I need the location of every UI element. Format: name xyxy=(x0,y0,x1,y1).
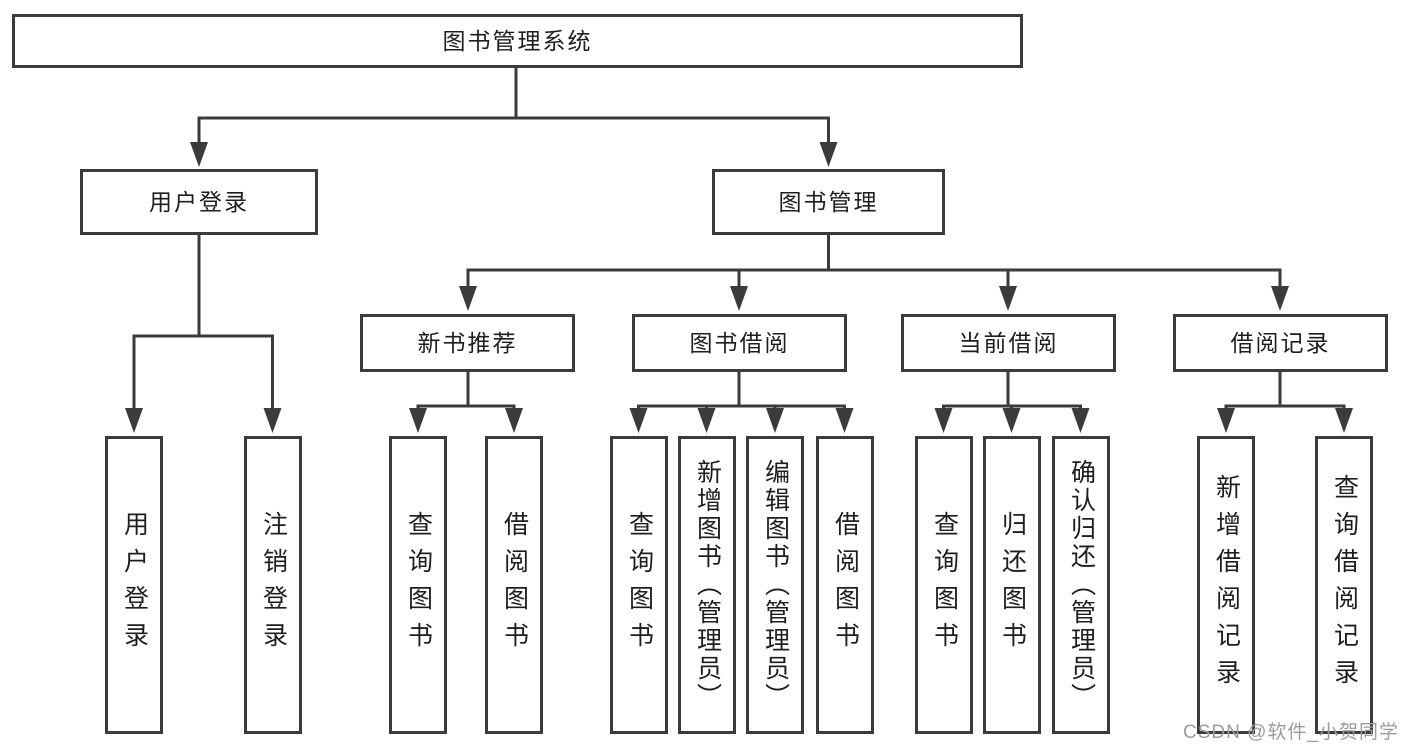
node-label: 用户登录 xyxy=(149,188,249,215)
node-book-management: 图书管理 xyxy=(712,169,945,235)
arrowhead-icon xyxy=(819,142,838,167)
arrowhead-icon xyxy=(697,408,716,433)
node-label: 归还图书 xyxy=(998,511,1027,659)
arrowhead-icon xyxy=(125,408,143,433)
node-user-login: 用户登录 xyxy=(80,169,318,235)
leaf-search-borrow-record: 查询借阅记录 xyxy=(1315,436,1373,734)
leaf-borrow-books-recommend: 借阅图书 xyxy=(485,436,543,734)
connector-bookmgmt-to-l3 xyxy=(466,235,1282,300)
arrowhead-icon xyxy=(505,408,523,433)
node-label: 查询图书 xyxy=(625,511,654,659)
leaf-search-books-current: 查询图书 xyxy=(915,436,973,734)
node-label: 查询图书 xyxy=(404,511,433,659)
node-current-borrowing: 当前借阅 xyxy=(901,314,1116,372)
leaf-search-books-borrowing: 查询图书 xyxy=(610,436,668,734)
node-library-system: 图书管理系统 xyxy=(12,14,1023,68)
arrowhead-icon xyxy=(1217,408,1235,433)
node-book-borrowing: 图书借阅 xyxy=(632,314,847,372)
node-label: 查询图书 xyxy=(930,511,959,659)
arrowhead-icon xyxy=(934,408,953,433)
csdn-watermark: CSDN @软件_小贺同学 xyxy=(1183,722,1399,743)
leaf-add-book-admin: 新增图书（管理员） xyxy=(678,436,736,734)
leaf-logout-login: 注销登录 xyxy=(244,436,302,734)
node-label: 图书借阅 xyxy=(689,329,790,356)
arrowhead-icon xyxy=(835,408,854,433)
arrowhead-icon xyxy=(1271,286,1289,311)
node-label: 注销登录 xyxy=(259,511,288,659)
arrowhead-icon xyxy=(730,286,748,311)
connector-recommend-to-leaves xyxy=(416,372,516,422)
leaf-confirm-return-admin: 确认归还（管理员） xyxy=(1052,436,1110,734)
node-label: 用户登录 xyxy=(120,511,149,659)
leaf-add-borrow-record: 新增借阅记录 xyxy=(1197,436,1255,734)
arrowhead-icon xyxy=(1071,408,1090,433)
arrowhead-icon xyxy=(409,408,427,433)
node-new-book-recommend: 新书推荐 xyxy=(360,314,575,372)
connector-userlogin-to-leaves xyxy=(132,235,274,422)
node-label: 确认归还（管理员） xyxy=(1067,459,1096,711)
leaf-user-login: 用户登录 xyxy=(105,436,163,734)
node-borrowing-records: 借阅记录 xyxy=(1173,314,1388,372)
connector-records-to-leaves xyxy=(1224,372,1346,422)
node-label: 新书推荐 xyxy=(417,329,518,356)
arrowhead-icon xyxy=(999,286,1017,311)
node-label: 借阅图书 xyxy=(831,511,860,659)
node-label: 查询借阅记录 xyxy=(1330,474,1359,696)
node-label: 图书管理 xyxy=(778,188,879,215)
arrowhead-icon xyxy=(629,408,648,433)
node-label: 新增图书（管理员） xyxy=(693,459,722,711)
arrowhead-icon xyxy=(1002,408,1021,433)
connector-root-to-l2 xyxy=(197,68,830,155)
arrowhead-icon xyxy=(1335,408,1353,433)
leaf-return-book: 归还图书 xyxy=(983,436,1041,734)
leaf-edit-book-admin: 编辑图书（管理员） xyxy=(746,436,804,734)
connector-borrowing-to-leaves xyxy=(637,372,846,422)
node-label: 新增借阅记录 xyxy=(1212,474,1241,696)
arrowhead-icon xyxy=(459,286,477,311)
leaf-search-books-recommend: 查询图书 xyxy=(389,436,447,734)
node-label: 借阅图书 xyxy=(500,511,529,659)
arrowhead-icon xyxy=(766,408,784,433)
arrowhead-icon xyxy=(263,408,282,433)
node-label: 借阅记录 xyxy=(1230,329,1331,356)
leaf-borrow-books-borrowing: 借阅图书 xyxy=(816,436,874,734)
arrowhead-icon xyxy=(190,142,208,167)
node-label: 编辑图书（管理员） xyxy=(761,459,790,711)
node-label: 图书管理系统 xyxy=(442,27,593,54)
node-label: 当前借阅 xyxy=(958,329,1059,356)
